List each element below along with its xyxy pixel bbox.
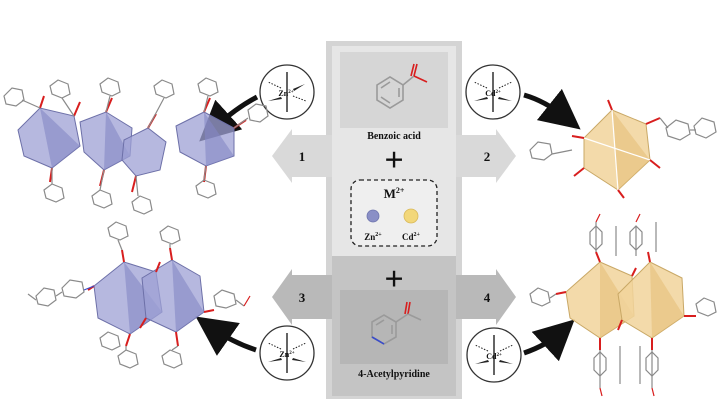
route-arrow-1 (272, 129, 332, 183)
plus-sign-top: + (384, 142, 403, 179)
route-arrow-3 (272, 269, 332, 325)
cd-ion-sphere (403, 208, 419, 224)
curved-arrow-3 (195, 316, 257, 356)
svg-text:Zn2+: Zn2+ (279, 350, 294, 359)
metal-ion-box: M2+ Zn2+ Cd2+ (350, 179, 438, 247)
benzoic-acid-structure (376, 63, 428, 109)
svg-text:Cd2+: Cd2+ (486, 352, 502, 361)
acetylpyridine-structure (371, 301, 422, 345)
acetylpyridine-inset (340, 290, 448, 364)
crystal-structure-1 (3, 77, 269, 215)
plus-sign-bottom: + (384, 261, 403, 298)
curved-arrow-4 (523, 319, 575, 362)
curved-arrow-2 (523, 88, 581, 130)
route-number-4: 4 (484, 290, 491, 305)
benzoic-acid-inset (340, 52, 448, 128)
route-number-3: 3 (299, 290, 306, 305)
crystal-structure-3 (27, 221, 251, 369)
crystal-structure-4 (529, 213, 717, 397)
coord-circle-cd-bottom: Cd2+ (466, 327, 522, 383)
zn-ion-label: Zn2+ (364, 232, 382, 242)
cd-ion-label: Cd2+ (402, 232, 421, 242)
coord-circle-zn-top: Zn2+ (259, 64, 315, 120)
acetylpyridine-label: 4-Acetylpyridine (358, 369, 430, 380)
coord-circle-zn-bottom: Zn2+ (259, 325, 315, 381)
svg-text:Zn2+: Zn2+ (278, 89, 293, 98)
zn-ion-sphere (366, 209, 380, 223)
crystal-structure-2 (529, 99, 717, 199)
coord-circle-cd-top: Cd2+ (465, 64, 521, 120)
svg-text:Cd2+: Cd2+ (485, 89, 501, 98)
route-arrow-4 (456, 269, 516, 325)
metal-box-title: M2+ (384, 186, 405, 201)
route-number-2: 2 (484, 149, 491, 164)
route-number-1: 1 (299, 149, 306, 164)
benzoic-acid-label: Benzoic acid (367, 131, 421, 142)
route-arrow-2 (456, 129, 516, 183)
